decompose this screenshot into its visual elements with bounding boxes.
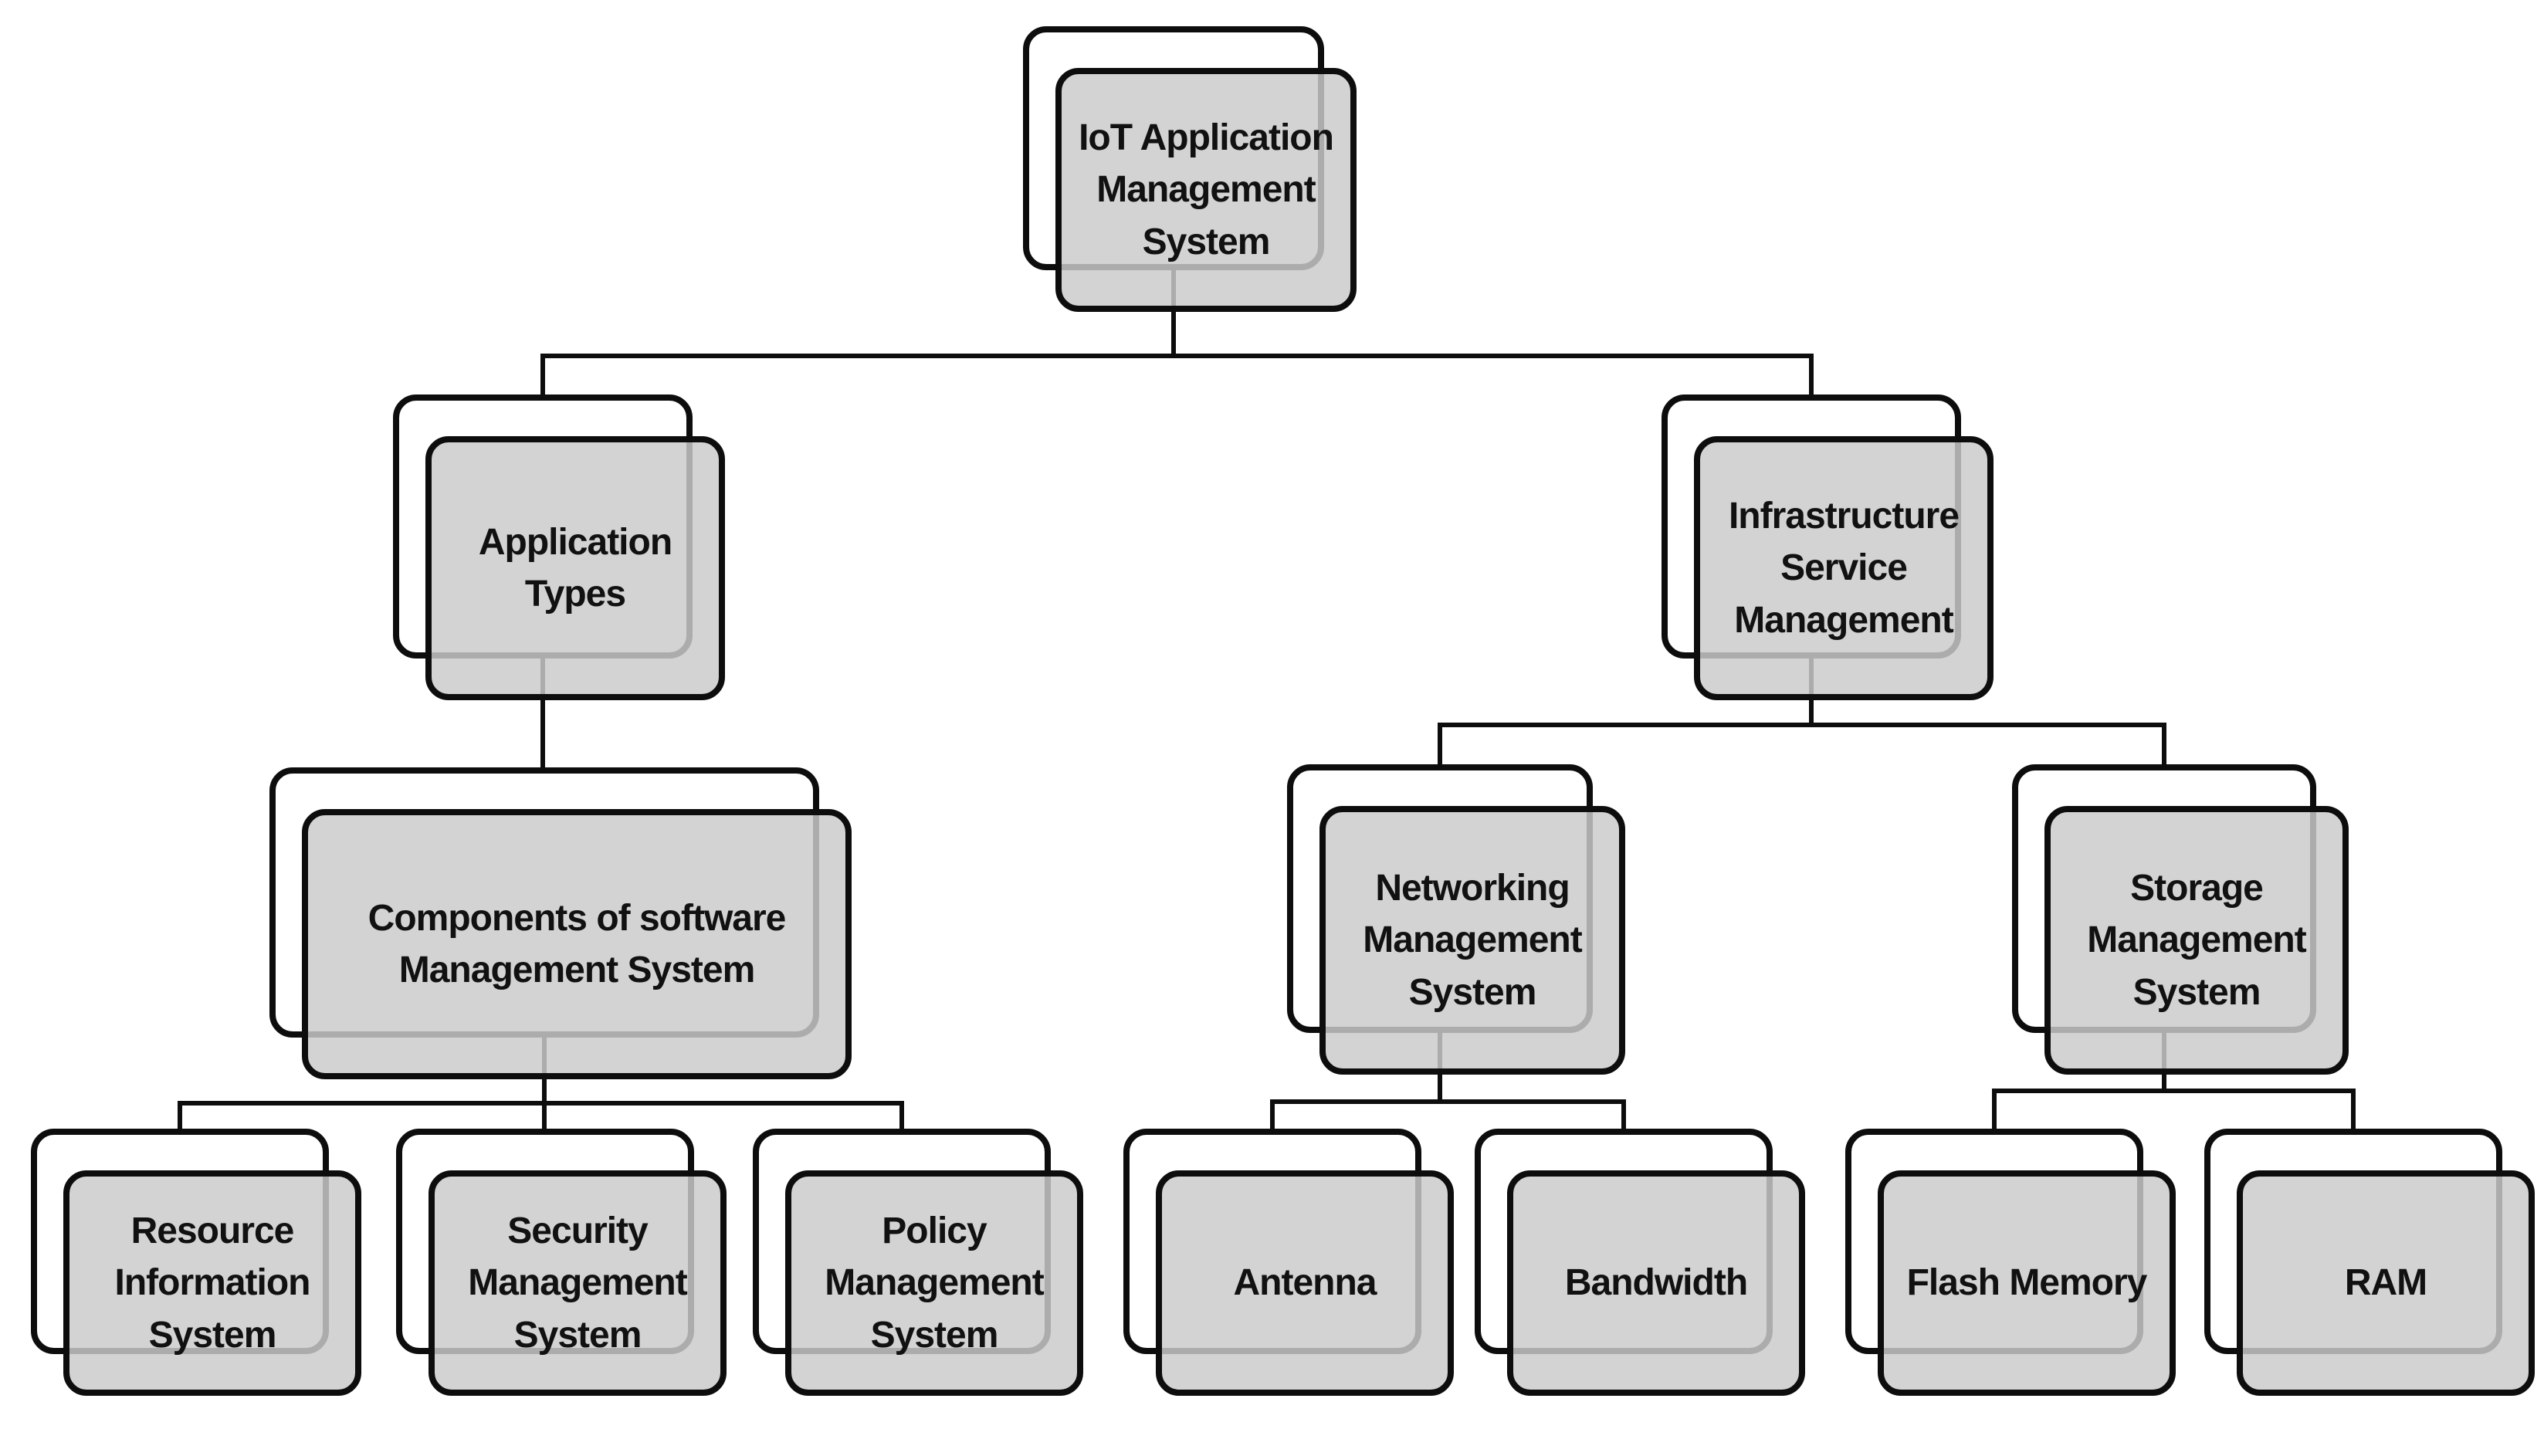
connector-level2-horizontal: [540, 354, 1814, 358]
node-front-panel: RAM: [2237, 1170, 2535, 1396]
node-front-panel: Flash Memory: [1878, 1170, 2176, 1396]
node-label: Storage Management System: [2087, 868, 2306, 1013]
node-label: Infrastructure Service Management: [1728, 496, 1960, 641]
node-label: Application Types: [478, 521, 672, 615]
node-label: Antenna: [1233, 1262, 1377, 1304]
node-label: Flash Memory: [1906, 1262, 2148, 1304]
connector-to-flash-memory: [1992, 1089, 1997, 1136]
node-label: Networking Management System: [1363, 868, 1582, 1013]
connector-to-infrastructure: [1809, 354, 1814, 402]
node-front-panel: Resource Information System: [63, 1170, 361, 1396]
node-label: IoT Application Management System: [1079, 117, 1334, 262]
connector-components-children-horizontal: [178, 1101, 904, 1106]
node-label: Resource Information System: [114, 1211, 311, 1356]
connector-application-types-to-components: [540, 655, 545, 775]
node-label: Policy Management System: [825, 1211, 1044, 1356]
node-front-panel: Components of software Management System: [302, 809, 852, 1079]
connector-to-bandwidth: [1621, 1099, 1626, 1136]
node-label: RAM: [2344, 1262, 2427, 1304]
connector-to-resource-information: [178, 1101, 182, 1136]
node-label: Components of software Management System: [368, 897, 787, 990]
connector-iot-down: [1171, 267, 1176, 358]
connector-networking-children-horizontal: [1270, 1099, 1626, 1104]
node-front-panel: Networking Management System: [1319, 806, 1625, 1075]
node-front-panel: IoT Application Management System: [1055, 68, 1357, 312]
node-front-panel: Infrastructure Service Management: [1694, 436, 1994, 700]
connector-to-ram: [2351, 1089, 2356, 1136]
connector-level3-right-horizontal: [1438, 723, 2166, 727]
node-front-panel: Policy Management System: [785, 1170, 1083, 1396]
node-label: Security Management System: [468, 1211, 687, 1356]
connector-to-networking: [1438, 723, 1442, 772]
connector-to-policy-management: [899, 1101, 904, 1136]
connector-components-down: [542, 1034, 547, 1136]
node-front-panel: Storage Management System: [2044, 806, 2349, 1075]
connector-storage-children-horizontal: [1992, 1089, 2356, 1093]
node-front-panel: Bandwidth: [1507, 1170, 1805, 1396]
node-front-panel: Application Types: [425, 436, 725, 700]
connector-to-antenna: [1270, 1099, 1275, 1136]
node-front-panel: Antenna: [1156, 1170, 1454, 1396]
node-front-panel: Security Management System: [429, 1170, 727, 1396]
connector-to-storage: [2162, 723, 2166, 772]
node-label: Bandwidth: [1564, 1262, 1748, 1304]
connector-to-application-types: [540, 354, 545, 402]
